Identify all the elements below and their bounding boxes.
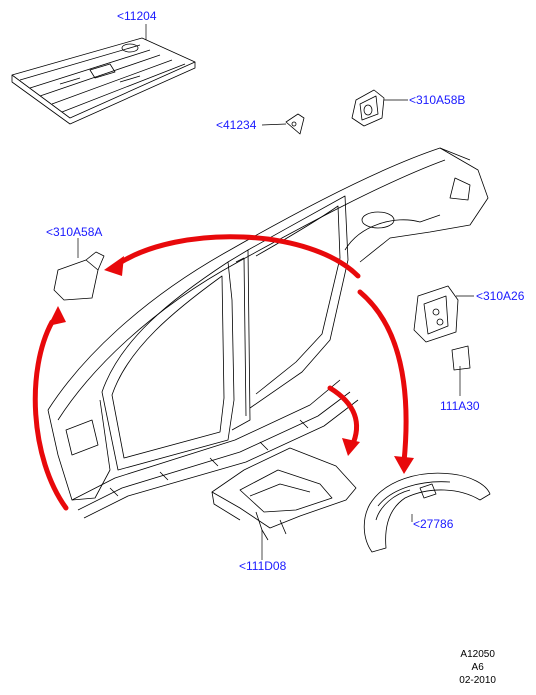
- clip-41234-part[interactable]: [285, 113, 305, 135]
- leader-lines: [77, 24, 474, 560]
- assembly-arrows: [32, 234, 409, 511]
- callout-27786[interactable]: <27786: [413, 517, 454, 531]
- body-side-panel[interactable]: [47, 147, 489, 519]
- arrow-head-icon: [48, 306, 66, 326]
- floor-panel-111D08-part[interactable]: [211, 447, 357, 541]
- floor-pan-part[interactable]: [11, 37, 196, 125]
- arrow-head-icon: [394, 456, 414, 474]
- callout-310A26[interactable]: <310A26: [476, 289, 525, 303]
- bracket-310A58B-part[interactable]: [351, 89, 385, 127]
- diagram-footer: A12050 A6 02-2010: [459, 648, 496, 687]
- pad-310A58A-part[interactable]: [53, 251, 105, 301]
- illustration-code: A12050: [460, 649, 495, 660]
- revision-code: A6: [471, 662, 484, 673]
- revision-date: 02-2010: [459, 675, 496, 686]
- wheelhouse-liner-27786-part[interactable]: [363, 472, 491, 553]
- callout-111A30[interactable]: 111A30: [440, 399, 480, 413]
- patch-111A30-part[interactable]: [451, 345, 471, 371]
- arrow-head-icon: [104, 256, 124, 276]
- callout-11204[interactable]: <11204: [117, 9, 157, 23]
- callout-111D08[interactable]: <111D08: [239, 559, 287, 573]
- arrow-head-icon: [342, 438, 360, 456]
- callout-310A58A[interactable]: <310A58A: [46, 225, 103, 239]
- bracket-310A26-part[interactable]: [413, 285, 459, 343]
- callout-41234[interactable]: <41234: [216, 118, 257, 132]
- callout-310A58B[interactable]: <310A58B: [409, 93, 466, 107]
